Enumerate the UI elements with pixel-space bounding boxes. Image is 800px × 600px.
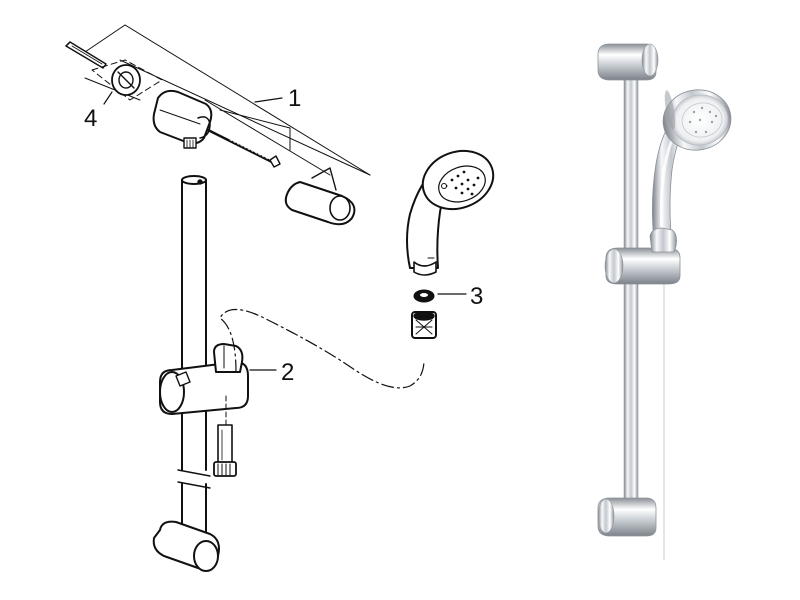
top-bracket [152, 89, 213, 149]
end-cap [284, 167, 356, 226]
product-photo [597, 43, 732, 560]
long-screw [206, 128, 281, 168]
wall-screw-top [65, 41, 107, 69]
rail-upper [177, 175, 211, 477]
callout-part-1: 1 [288, 85, 301, 112]
callout-leaders [103, 91, 467, 371]
spray-nozzles [444, 170, 480, 196]
photo-top-bracket [597, 43, 659, 81]
rail-lower [177, 481, 211, 533]
photo-rail [623, 59, 639, 531]
callout-part-4: 4 [84, 105, 97, 132]
assembly-frame-lines [84, 24, 371, 176]
photo-slider [604, 227, 681, 285]
hose-nut [411, 311, 437, 339]
hose-path [219, 308, 425, 389]
photo-bottom-bracket [597, 497, 657, 537]
bottom-bracket [152, 520, 220, 572]
handshower [406, 149, 495, 276]
photo-handshower [652, 89, 732, 245]
callout-part-3: 3 [470, 283, 483, 310]
hose-connector [213, 395, 237, 477]
callout-part-2: 2 [281, 359, 294, 386]
exploded-diagram [65, 24, 495, 572]
washer [413, 289, 435, 303]
wall-plug [91, 59, 163, 101]
